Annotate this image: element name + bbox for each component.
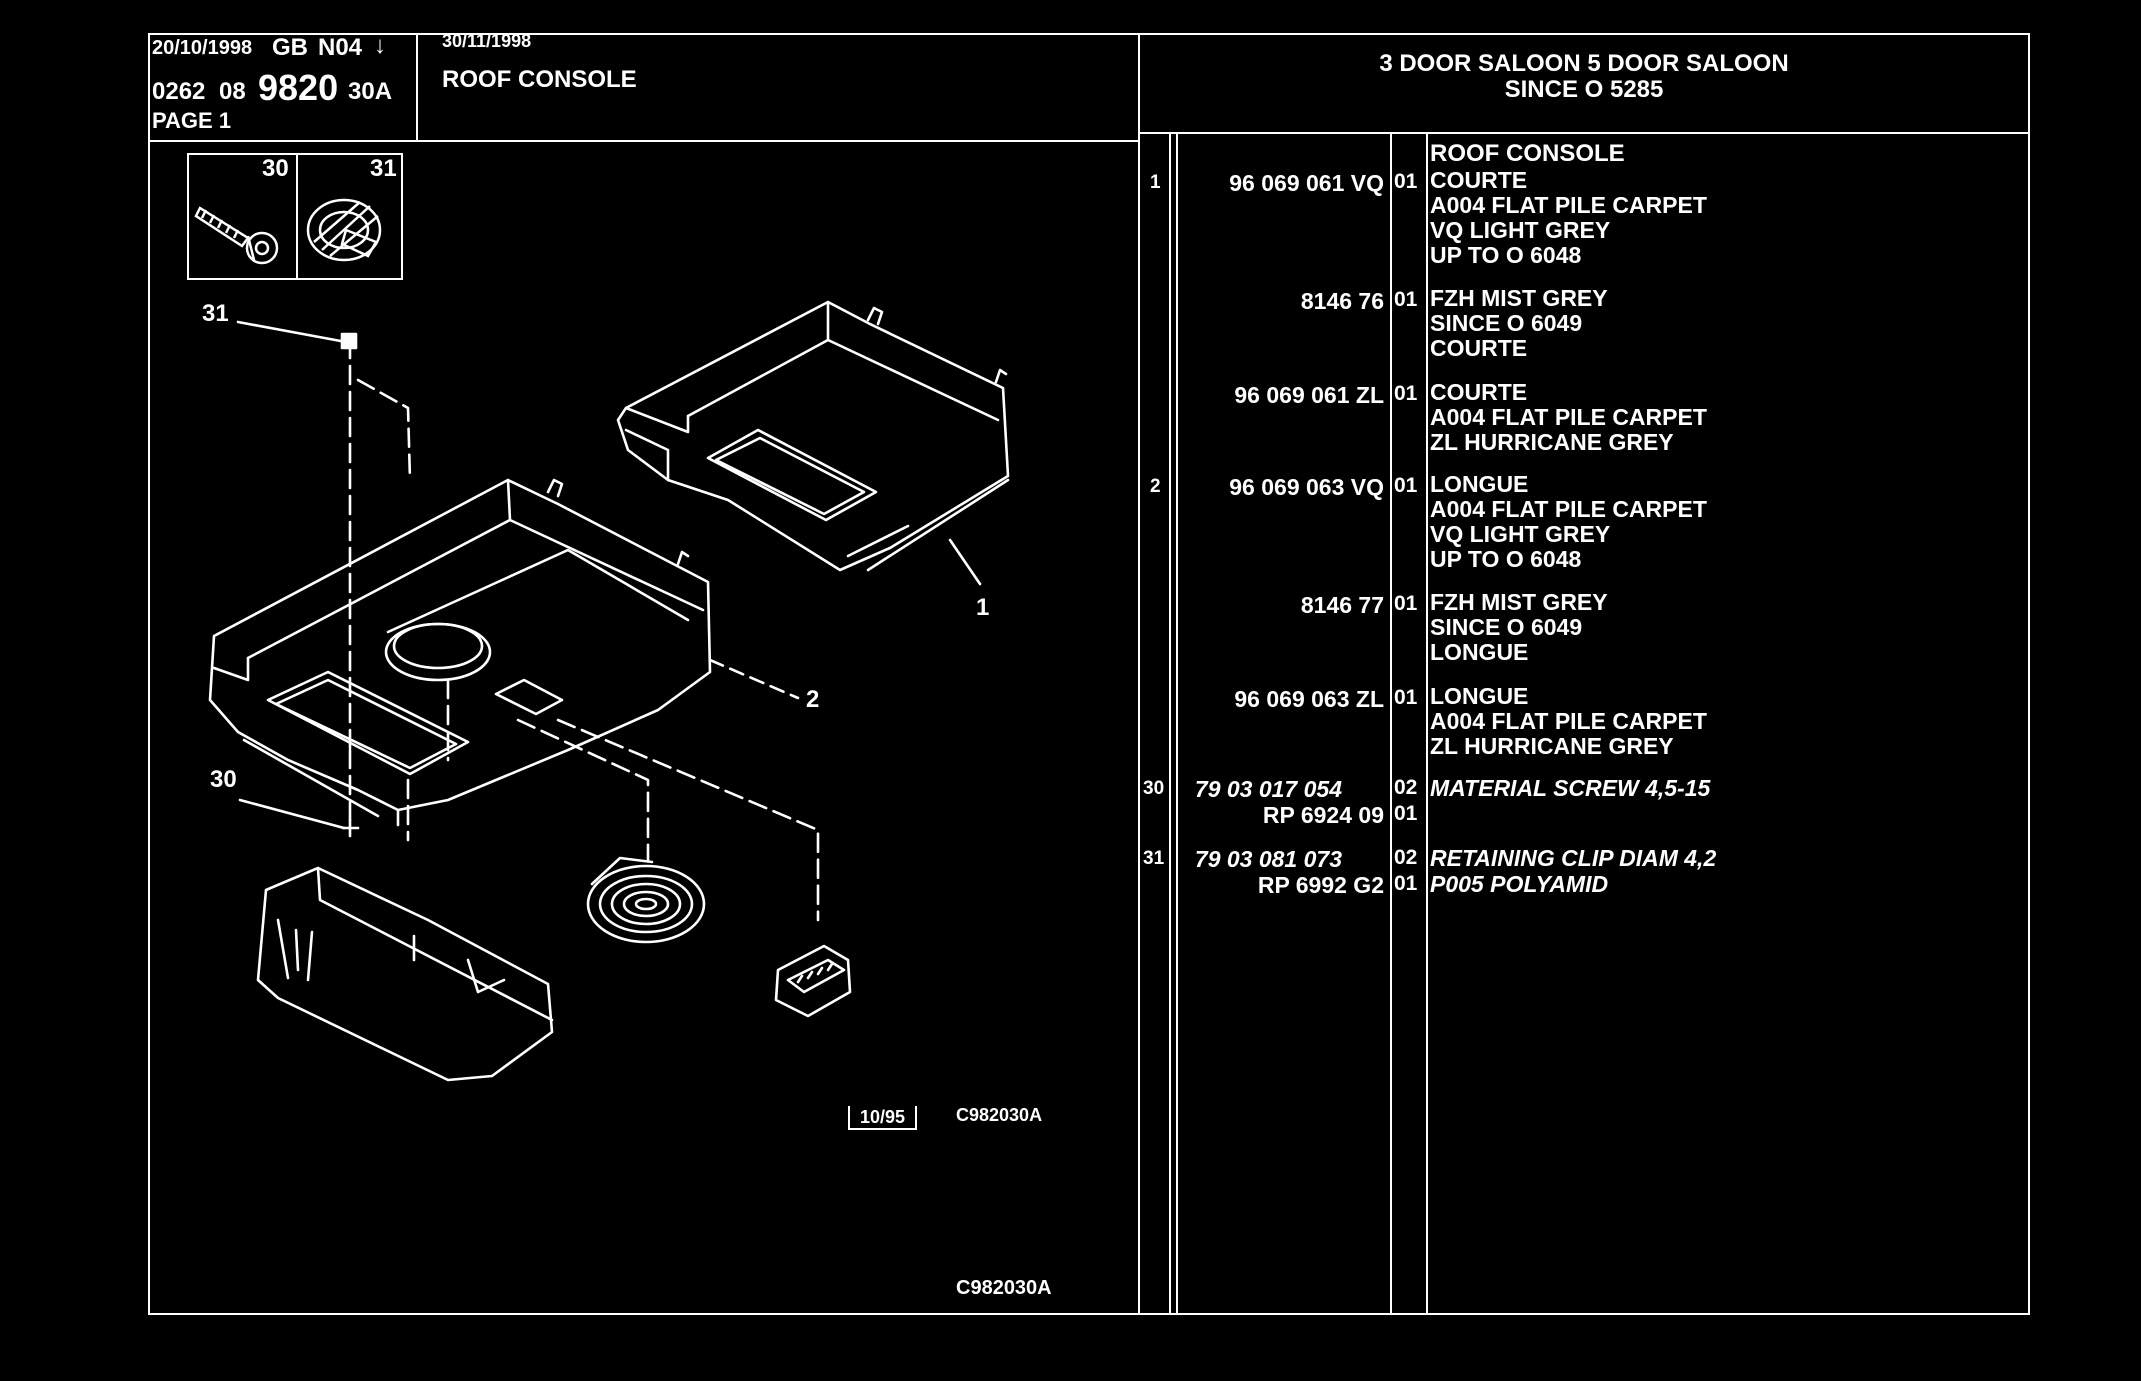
col-line-3 (1390, 134, 1392, 1315)
header-line2b: 08 (219, 78, 246, 105)
header-page: PAGE 1 (152, 108, 232, 133)
row-qty: 01 (1394, 802, 1418, 825)
row-part-number: 96 069 061 VQ (1229, 170, 1384, 196)
row-qty: 01 (1394, 686, 1418, 709)
console-long-outline (208, 478, 712, 812)
header-bottom-right (1138, 132, 2030, 134)
row-part-number: 79 03 081 073 (1194, 846, 1342, 872)
drawing-reference: C982030A (956, 1105, 1043, 1125)
divider-center (1138, 33, 1140, 1315)
row-part-number: 96 069 061 ZL (1234, 382, 1384, 408)
row-ref: 2 (1150, 476, 1161, 497)
page-frame (148, 33, 2030, 1315)
thumbnail-box (187, 153, 403, 280)
header-bottom-left (148, 140, 1140, 142)
arrow-down-icon: ↓ (374, 32, 386, 59)
row-ref: 30 (1143, 778, 1165, 799)
header-code: N04 (318, 34, 363, 61)
model-line1: 3 DOOR SALOON 5 DOOR SALOON (1379, 50, 1789, 77)
header-group: 9820 (258, 67, 339, 108)
lamp-outline (256, 866, 554, 1082)
row-part-number: 8146 76 (1300, 288, 1384, 314)
section-title: ROOF CONSOLE (1430, 140, 1625, 167)
header-market: GB (272, 34, 308, 61)
row-qty: 01 (1394, 382, 1418, 405)
row-part-number: RP 6924 09 (1262, 802, 1384, 828)
callout-31: 31 (202, 300, 229, 327)
console-short-outline (616, 300, 1010, 572)
thumb-label-30: 30 (262, 155, 289, 182)
header-sub: 30A (348, 78, 393, 105)
row-part-number: 96 069 063 VQ (1229, 474, 1384, 500)
divider-left-header (416, 33, 418, 141)
callout-30: 30 (210, 766, 237, 793)
header-line2a: 0262 (152, 78, 206, 105)
page-title: ROOF CONSOLE (442, 66, 637, 93)
thumb-label-31: 31 (370, 155, 397, 182)
row-qty: 01 (1394, 872, 1418, 895)
col-line-2 (1176, 134, 1178, 1315)
row-desc: P005 POLYAMID (1430, 871, 1609, 897)
row-ref: 31 (1143, 848, 1165, 869)
drawing-reference-bottom: C982030A (956, 1277, 1052, 1299)
row-desc: RETAINING CLIP DIAM 4,2 (1430, 845, 1717, 871)
header-date2: 30/11/1998 (442, 31, 532, 51)
screw-icon (194, 206, 279, 265)
row-qty: 01 (1394, 592, 1418, 615)
row-qty: 02 (1394, 846, 1418, 869)
row-qty: 01 (1394, 170, 1418, 193)
row-part-number: 79 03 017 054 (1194, 776, 1342, 802)
row-desc: MATERIAL SCREW 4,5-15 (1430, 775, 1711, 801)
header-date1: 20/10/1998 (152, 37, 253, 59)
row-qty: 01 (1394, 474, 1418, 497)
row-part-number: 96 069 063 ZL (1234, 686, 1384, 712)
row-qty: 01 (1394, 288, 1418, 311)
thumbnail-divider (296, 153, 298, 280)
row-part-number: RP 6992 G2 (1257, 872, 1384, 898)
clip-icon (306, 198, 382, 262)
col-line-4 (1426, 134, 1428, 1315)
model-line2: SINCE O 5285 (1504, 76, 1664, 103)
row-ref: 1 (1150, 172, 1161, 193)
callout-2: 2 (806, 686, 820, 713)
switch-outline (774, 944, 852, 1018)
callout-1: 1 (976, 594, 990, 621)
stamp-date: 10/95 (848, 1106, 918, 1130)
col-line-1 (1169, 134, 1171, 1315)
row-part-number: 8146 77 (1300, 592, 1384, 618)
row-qty: 02 (1394, 776, 1418, 799)
roof-console-drawing (208, 300, 1010, 1082)
